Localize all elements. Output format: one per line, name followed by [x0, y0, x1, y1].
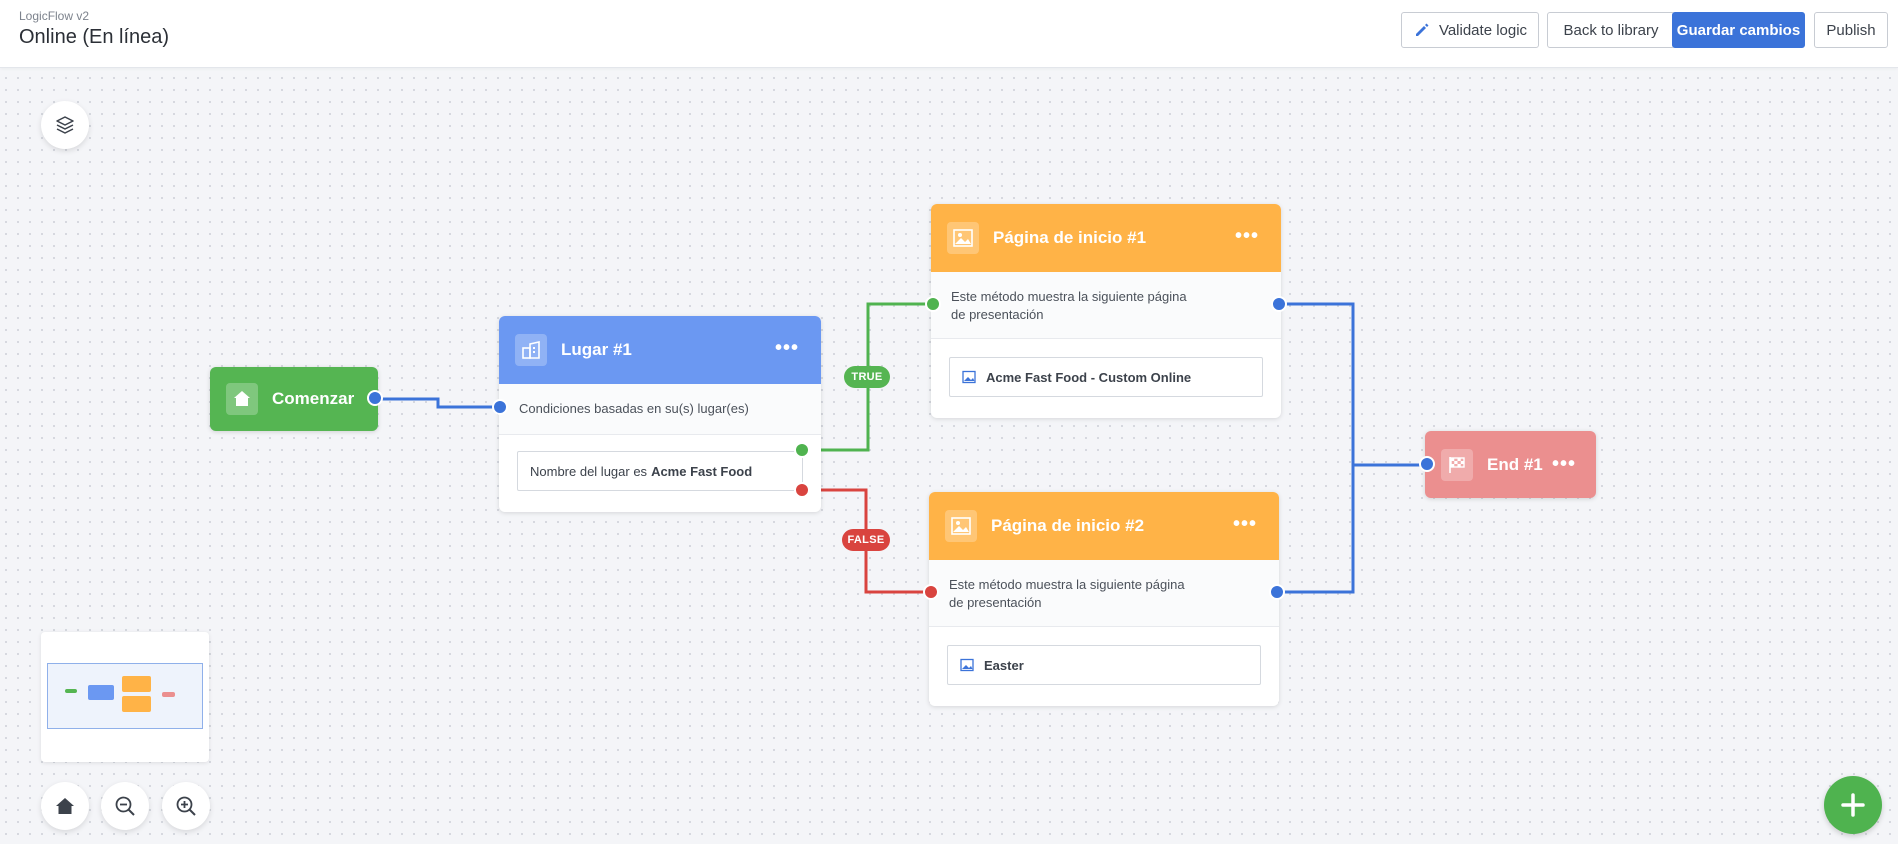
place-condition[interactable]: Nombre del lugar es Acme Fast Food [517, 451, 803, 491]
minimap-page2 [122, 696, 151, 712]
start-node-label: Comenzar [272, 389, 355, 408]
edge-start-to-place [377, 397, 501, 409]
start-output-port[interactable] [367, 390, 383, 406]
image-icon [962, 370, 976, 384]
place-node-title: Lugar #1 [561, 340, 632, 359]
minimap-end [162, 692, 175, 697]
place-true-port[interactable] [794, 442, 810, 458]
place-node-menu[interactable]: ••• [774, 337, 799, 359]
minimap-viewport[interactable] [47, 663, 203, 729]
plus-icon [1841, 793, 1865, 817]
end-node-label: End #1 [1487, 454, 1543, 474]
image-icon [945, 510, 977, 542]
page1-title: Página de inicio #1 [993, 228, 1147, 247]
minimap-start [65, 689, 77, 693]
end-node-menu[interactable]: ••• [1551, 453, 1576, 475]
condition-value: Acme Fast Food [651, 463, 753, 479]
zoom-in-icon [176, 796, 196, 816]
start-page-1-node[interactable]: Página de inicio #1 ••• Este método mues… [931, 204, 1281, 418]
page2-item[interactable]: Easter [947, 645, 1261, 685]
home-icon [226, 383, 258, 415]
zoom-out-button[interactable] [101, 782, 149, 830]
layers-button[interactable] [41, 101, 89, 149]
minimap[interactable] [41, 632, 209, 762]
page1-output-port[interactable] [1271, 296, 1287, 312]
page2-menu[interactable]: ••• [1232, 513, 1257, 535]
true-branch-badge: TRUE [844, 366, 890, 388]
condition-prefix: Nombre del lugar es [530, 463, 648, 479]
home-icon [56, 798, 74, 814]
start-node[interactable]: Comenzar [210, 367, 378, 431]
app-name: LogicFlow v2 [19, 9, 90, 23]
zoom-out-icon [115, 796, 135, 816]
save-changes-button[interactable]: Guardar cambios [1672, 12, 1805, 48]
page1-item[interactable]: Acme Fast Food - Custom Online [949, 357, 1263, 397]
layers-icon [56, 116, 74, 134]
start-page-2-node[interactable]: Página de inicio #2 ••• Este método mues… [929, 492, 1279, 706]
page2-input-port[interactable] [923, 584, 939, 600]
page2-output-port[interactable] [1269, 584, 1285, 600]
flow-title: Online (En línea) [19, 26, 170, 48]
page1-header: Página de inicio #1 ••• [931, 204, 1281, 272]
page2-title: Página de inicio #2 [991, 516, 1145, 535]
end-input-port[interactable] [1419, 456, 1435, 472]
end-node[interactable]: End #1 ••• [1425, 431, 1596, 498]
minimap-place [88, 685, 114, 700]
publish-button[interactable]: Publish [1814, 12, 1888, 48]
back-to-library-button[interactable]: Back to library [1547, 12, 1675, 48]
image-icon [960, 658, 974, 672]
building-icon [515, 334, 547, 366]
validate-logic-button[interactable]: Validate logic [1401, 12, 1539, 48]
zoom-in-button[interactable] [162, 782, 210, 830]
page1-description: Este método muestra la siguiente página … [931, 272, 1281, 339]
page2-header: Página de inicio #2 ••• [929, 492, 1279, 560]
place-node-header: Lugar #1 ••• [499, 316, 821, 384]
pencil-icon [1415, 23, 1429, 36]
edge-page2-to-end [1277, 465, 1355, 594]
place-false-port[interactable] [794, 482, 810, 498]
add-node-button[interactable] [1824, 776, 1882, 834]
page1-menu[interactable]: ••• [1234, 225, 1259, 247]
checkered-flag-icon [1441, 448, 1473, 481]
place-input-port[interactable] [492, 399, 508, 415]
place-node[interactable]: Lugar #1 ••• Condiciones basadas en su(s… [499, 316, 821, 512]
page2-description: Este método muestra la siguiente página … [929, 560, 1279, 627]
false-branch-badge: FALSE [842, 529, 890, 551]
minimap-page1 [122, 676, 151, 692]
page1-item-label: Acme Fast Food - Custom Online [986, 369, 1192, 385]
page2-item-label: Easter [984, 657, 1024, 673]
page1-input-port[interactable] [925, 296, 941, 312]
validate-logic-label: Validate logic [1438, 21, 1528, 39]
top-bar: LogicFlow v2 Online (En línea) Validate … [0, 0, 1898, 68]
edge-page1-to-end [1279, 302, 1428, 467]
image-icon [947, 222, 979, 254]
fit-view-button[interactable] [41, 782, 89, 830]
place-node-description: Condiciones basadas en su(s) lugar(es) [499, 384, 821, 435]
